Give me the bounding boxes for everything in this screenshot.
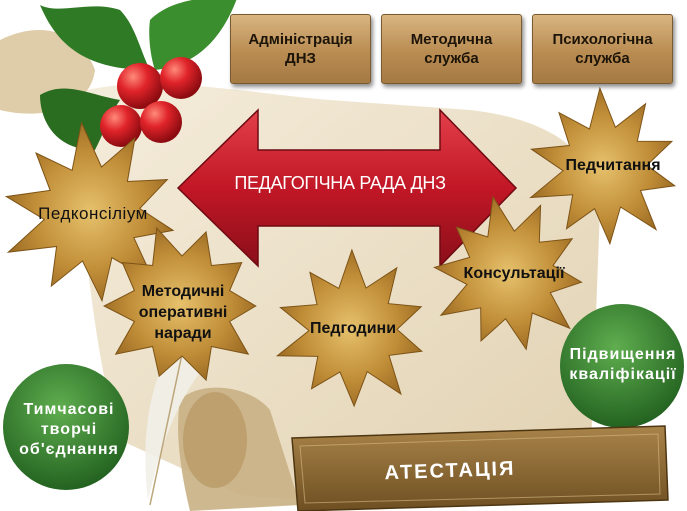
star-label-meetings: Методичні оперативні наради <box>138 283 228 342</box>
attestation-banner-shape <box>291 425 669 511</box>
star-label-consultations: Консультації <box>463 265 565 282</box>
circle-label-creative-teams: Тимчасові творчі об'єднання <box>19 401 119 458</box>
star-shape-pedkonsilium <box>4 120 175 303</box>
box-methodical-service: Методична служба <box>381 14 522 84</box>
star-label-pedkonsilium: Педконсіліум <box>38 204 148 223</box>
holly-decoration-icon <box>40 0 237 150</box>
star-label-pedhours: Педгодини <box>309 320 397 337</box>
star-shape-pedhours <box>275 248 423 408</box>
box-psychological-service: Психологічна служба <box>532 14 673 84</box>
star-shape-readings <box>529 86 677 246</box>
star-shape-consultations <box>433 195 583 351</box>
star-shape-meetings <box>103 226 257 382</box>
circle-shape-qualification <box>560 304 684 428</box>
star-label-readings: Педчитання <box>565 157 661 174</box>
pedagogical-council-title: ПЕДАГОГІЧНА РАДА ДНЗ <box>234 173 446 193</box>
double-arrow-shape <box>176 108 518 268</box>
box-administration: Адміністрація ДНЗ <box>230 14 371 84</box>
circle-label-qualification: Підвищення кваліфікації <box>569 346 677 383</box>
circle-shape-creative-teams <box>3 364 129 490</box>
